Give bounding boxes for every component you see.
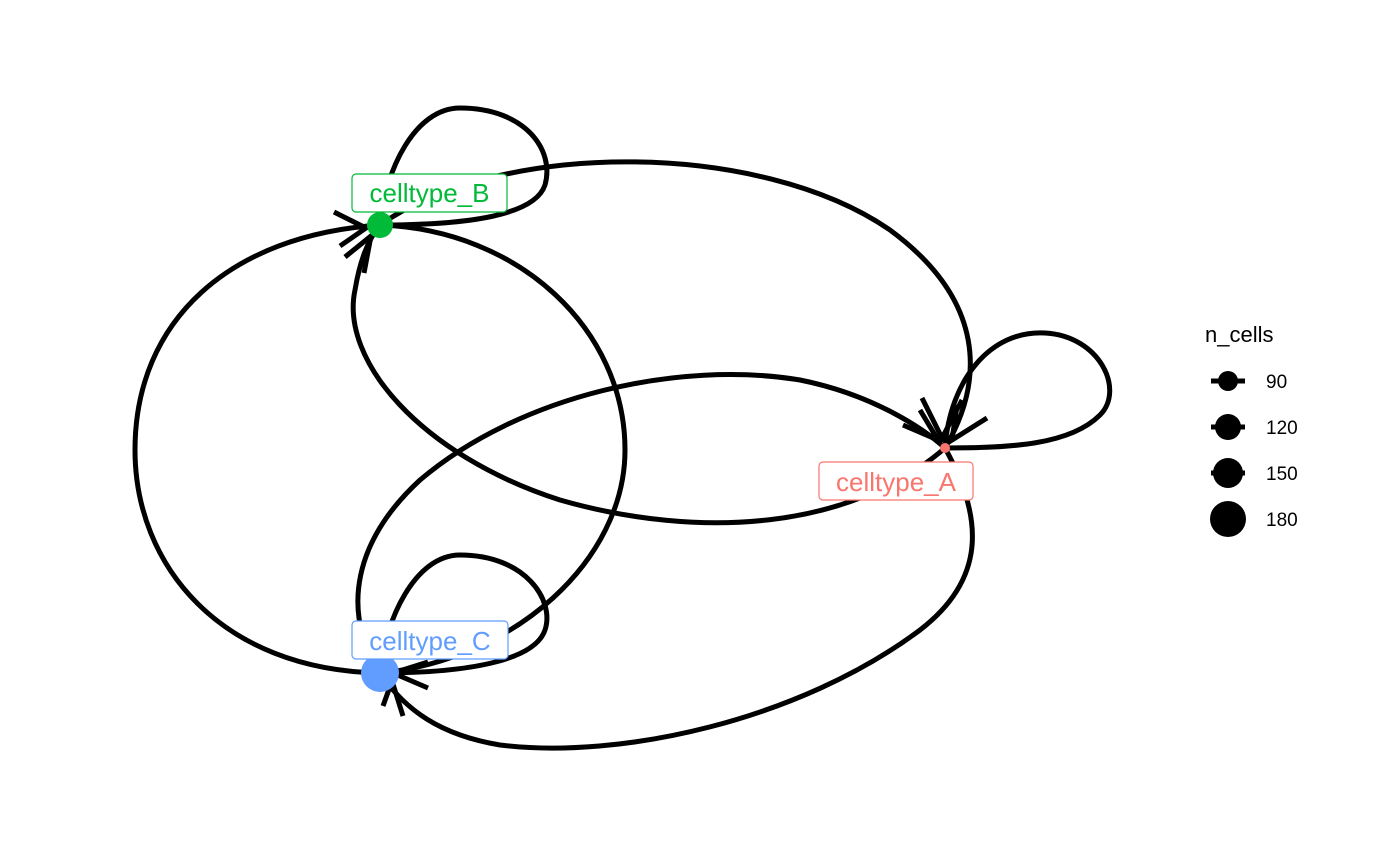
edge-celltype_A-to-celltype_C [377, 445, 975, 751]
legend: n_cells 90 120 150 180 [1205, 322, 1298, 537]
legend-key-90 [1218, 371, 1238, 391]
node-celltype_C-point [361, 654, 399, 692]
node-celltype_A-point [940, 443, 950, 453]
node-celltype_A-label: celltype_A [818, 461, 974, 501]
node-celltype_A-label-text: celltype_A [836, 467, 957, 497]
arrowhead-into-celltype_B-left [332, 209, 371, 249]
legend-item: 90 [1211, 371, 1287, 393]
legend-label-120: 120 [1266, 418, 1298, 439]
legend-key-150 [1213, 458, 1243, 488]
edge-celltype_B-to-celltype_B [377, 105, 550, 228]
node-celltype_B-point [367, 212, 393, 238]
edge-celltype_C-to-celltype_A [355, 372, 948, 676]
legend-label-150: 150 [1266, 464, 1298, 485]
legend-key-180 [1210, 501, 1246, 537]
node-celltype_C-label-text: celltype_C [369, 626, 490, 656]
legend-title: n_cells [1205, 322, 1273, 347]
legend-label-180: 180 [1266, 510, 1298, 531]
edge-celltype_A-to-celltype_A [942, 330, 1113, 451]
arrowhead-into-celltype_A-left [902, 408, 945, 446]
edge-celltype_C-to-celltype_B [132, 222, 383, 676]
legend-item: 180 [1210, 501, 1298, 537]
edge-celltype_C-to-celltype_C [377, 552, 550, 676]
legend-item: 150 [1211, 458, 1298, 488]
legend-label-90: 90 [1266, 372, 1287, 393]
node-celltype_C-label: celltype_C [351, 620, 509, 660]
edge-celltype_B-to-celltype_C [377, 222, 628, 676]
legend-key-120 [1215, 414, 1241, 440]
node-celltype_B-label-text: celltype_B [370, 178, 490, 208]
nodes [361, 212, 950, 692]
arrowhead-into-celltype_B-bottom [343, 229, 375, 274]
node-celltype_B-label: celltype_B [351, 173, 508, 213]
legend-item: 120 [1211, 414, 1298, 440]
edge-celltype_A-to-celltype_B [350, 222, 948, 526]
arrowhead-into-celltype_A-right [948, 404, 989, 445]
node-labels: celltype_B celltype_A celltype_C [351, 173, 974, 660]
edges [132, 105, 1113, 751]
